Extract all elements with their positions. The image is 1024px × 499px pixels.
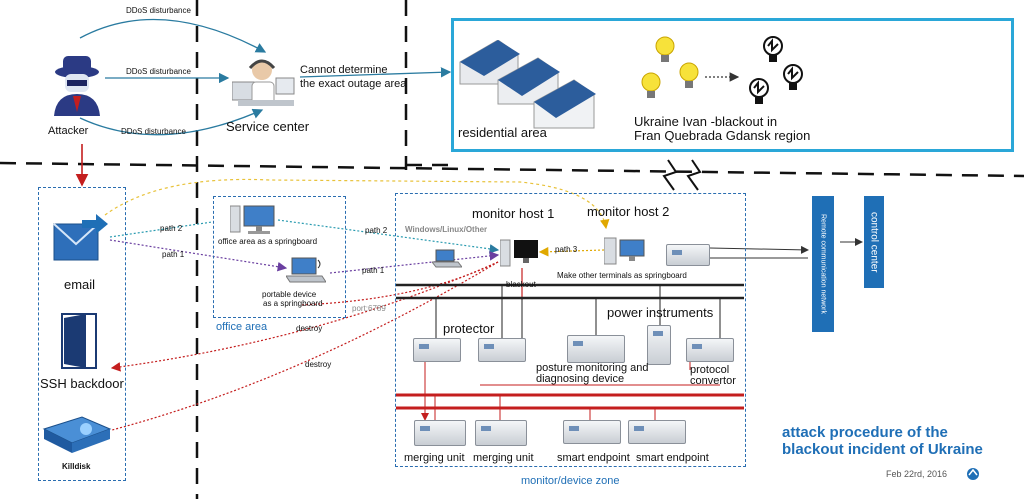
destroy-label-office: destroy [296,324,323,333]
protector-device-1 [413,338,461,362]
ukraine-label-2: Fran Quebrada Gdansk region [634,128,811,143]
lightbulb-on-icon [678,62,700,90]
gateway-device [666,244,710,266]
killdisk-label: Killdisk [62,462,91,471]
footer-title-1: attack procedure of the [782,424,948,441]
power-instruments-label: power instruments [607,305,714,320]
smart-endpoint-label-1: smart endpoint [557,452,630,464]
footer-title-2: blackout incident of Ukraine [782,441,983,458]
office-area-zone [213,196,346,318]
ukraine-label-1: Ukraine Ivan -blackout in [634,114,778,129]
logo-icon [966,467,980,481]
smart-endpoint-device-1 [563,420,621,444]
office-area-title: office area [216,321,268,333]
merging-unit-device-1 [414,420,466,446]
posture-label-2: diagnosing device [536,373,625,385]
ddos-label-middle: DDoS disturbance [126,67,191,76]
protector-device-2 [478,338,526,362]
port-label: port:6789 [352,304,386,313]
laptop-icon [430,248,464,268]
merging-unit-device-2 [475,420,527,446]
lightbulb-on-icon [654,36,676,64]
portable-device-label-1: portable device [262,290,317,299]
footer-date: Feb 22rd, 2016 [886,469,948,479]
ddos-label-bottom: DDoS disturbance [121,127,186,136]
email-label: email [64,277,96,292]
office-springboard-label: office area as a springboard [218,237,318,246]
remote-network-label: Remote communication network [819,214,827,314]
service-center-note-2: the exact outage area [300,78,407,90]
service-center-icon [231,52,296,110]
broken-lightbulb-icon [748,78,770,106]
monitor-zone-title: monitor/device zone [521,475,620,487]
protocol-convertor-label-2: convertor [690,375,736,387]
email-icon [52,214,108,264]
attacker-label: Attacker [48,125,89,137]
remote-network-box: Remote communication network [812,196,834,332]
hard-drive-icon [42,415,112,455]
residential-label: residential area [458,125,547,140]
laptop-icon [285,256,327,284]
control-center-box: control center [864,196,884,288]
springboard-note: Make other terminals as springboard [557,271,687,280]
ssh-backdoor-label: SSH backdoor [40,376,124,391]
os-label: Windows/Linux/Other [405,225,488,234]
monitor-host-1-icon [499,238,540,268]
service-center-note-1: Cannot determine [300,64,388,76]
path-2-label-monitor: path 2 [365,226,388,235]
ddos-label-top: DDoS disturbance [126,6,191,15]
path-1-label-office: path 1 [162,250,185,259]
broken-lightbulb-icon [782,64,804,92]
protocol-convertor-label-1: protocol [690,364,730,376]
residential-box [451,18,1014,152]
desktop-computer-icon [229,204,280,236]
path-1-label-monitor: path 1 [362,266,385,275]
path-2-label-office: path 2 [160,224,183,233]
protector-label: protector [443,321,495,336]
monitor-host-2-icon [603,236,646,266]
door-icon [60,312,98,370]
service-center-label: Service center [226,119,310,134]
house-icon [458,39,598,130]
smart-endpoint-device-2 [628,420,686,444]
merging-unit-label-2: merging unit [473,452,534,464]
monitor-host-2-label: monitor host 2 [587,204,670,219]
path-3-label: path 3 [555,245,578,254]
lightbulb-on-icon [640,72,662,100]
portable-device-label-2: as a springboard [263,299,323,308]
destroy-label-lower: destroy [305,360,332,369]
attacker-icon [46,50,108,116]
broken-lightbulb-icon [762,36,784,64]
monitor-host-1-label: monitor host 1 [472,206,555,221]
attack-vector-zone [38,187,126,481]
merging-unit-label-1: merging unit [404,452,465,464]
control-center-label: control center [868,211,880,273]
smart-endpoint-label-2: smart endpoint [636,452,709,464]
blackout-label: blackout [506,280,536,289]
power-instrument-device [647,325,671,365]
monitor-device-zone [395,193,746,467]
posture-label-1: posture monitoring and [536,362,649,374]
posture-monitoring-device [567,335,625,363]
protocol-convertor-device [686,338,734,362]
